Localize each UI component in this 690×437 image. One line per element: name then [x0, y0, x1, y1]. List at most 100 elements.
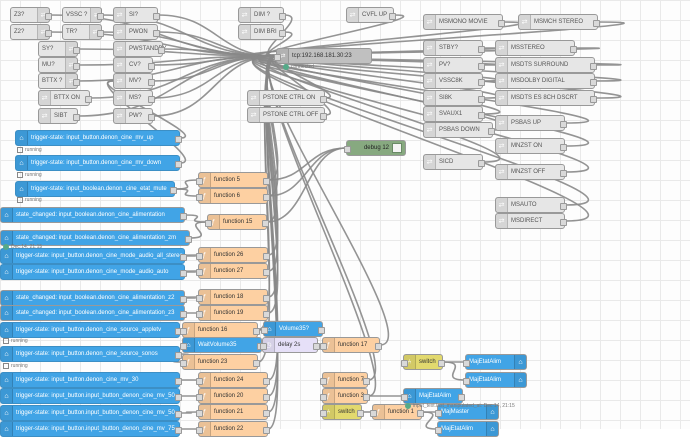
output-port[interactable]: [73, 79, 80, 86]
output-port[interactable]: [180, 270, 187, 277]
node-cvfl-up[interactable]: ⇄CVFL UP: [346, 7, 396, 23]
output-port[interactable]: [590, 96, 597, 103]
node-sc-alim-z3[interactable]: ⌂state_changed: input_boolean.denon_cine…: [0, 305, 187, 321]
output-port[interactable]: [478, 63, 485, 70]
output-port[interactable]: [180, 254, 187, 261]
wire[interactable]: [267, 147, 347, 181]
node-ts-auto[interactable]: ⌂trigger-state: input_button.denon_cine_…: [0, 264, 187, 280]
input-port[interactable]: [196, 295, 203, 302]
input-port[interactable]: [196, 410, 203, 417]
input-port[interactable]: [196, 427, 203, 434]
input-port[interactable]: [180, 360, 187, 367]
wire[interactable]: [268, 55, 376, 397]
node-psbas-up[interactable]: ⇄PSBAS UP: [495, 115, 567, 131]
output-port[interactable]: [45, 13, 52, 20]
input-port[interactable]: [320, 394, 327, 401]
output-port[interactable]: [73, 114, 80, 121]
node-sicd[interactable]: ⇄SICD: [423, 154, 485, 170]
output-port[interactable]: [170, 187, 177, 194]
output-port[interactable]: [263, 378, 270, 385]
wire[interactable]: [174, 179, 199, 190]
input-port[interactable]: [180, 328, 187, 335]
node-vssc[interactable]: VSSC ?⇄: [62, 7, 104, 23]
output-port[interactable]: [180, 213, 187, 220]
output-port[interactable]: [560, 203, 567, 210]
input-port[interactable]: [401, 360, 408, 367]
wire[interactable]: [184, 270, 199, 273]
output-port[interactable]: [85, 96, 92, 103]
output-port[interactable]: [320, 113, 327, 120]
output-port[interactable]: [363, 378, 370, 385]
node-dim-bri[interactable]: ⇄DIM BRI: [238, 24, 286, 40]
output-port[interactable]: [560, 219, 567, 226]
output-port[interactable]: [263, 394, 270, 401]
input-port[interactable]: [370, 410, 377, 417]
output-port[interactable]: [263, 194, 270, 201]
output-port[interactable]: [570, 46, 577, 53]
node-ts-sonos[interactable]: ⌂trigger-state: input_button.denon_cine_…: [0, 346, 182, 362]
input-port[interactable]: [435, 410, 442, 417]
node-svaux1[interactable]: ⇄SVAUX1: [423, 106, 485, 122]
node-bttx-on[interactable]: ⇄BTTX ON: [38, 90, 92, 106]
output-port[interactable]: [478, 96, 485, 103]
node-waitvolume[interactable]: ⌂WaitVolume35: [180, 337, 264, 353]
wire[interactable]: [249, 21, 625, 57]
wire[interactable]: [252, 55, 589, 206]
node-vssc8k[interactable]: ⇄VSSC8K: [423, 73, 485, 89]
node-pwon[interactable]: ⇄PWON: [113, 24, 160, 40]
output-port[interactable]: [148, 79, 155, 86]
output-port[interactable]: [560, 121, 567, 128]
node-volume35[interactable]: ⌂Volume35?: [261, 321, 325, 337]
node-ts-mv75[interactable]: ⌂trigger-state: input_button.input_butto…: [0, 421, 182, 437]
output-port[interactable]: [318, 327, 325, 334]
input-port[interactable]: [320, 410, 327, 417]
output-port[interactable]: [158, 47, 165, 54]
wire[interactable]: [179, 411, 199, 414]
node-ts-down[interactable]: ⌂trigger-state: input_button.denon_cine_…: [15, 155, 182, 171]
output-port[interactable]: [253, 328, 260, 335]
input-port[interactable]: [205, 220, 212, 227]
wire[interactable]: [258, 55, 501, 163]
node-dim[interactable]: ⇄DIM ?: [238, 7, 286, 23]
node-cv[interactable]: ⇄CV?: [113, 57, 155, 73]
node-pstone-on[interactable]: ⇄PSTONE CTRL ON: [247, 90, 327, 106]
input-port[interactable]: [180, 343, 187, 350]
node-msstereo[interactable]: ⇄MSSTEREO: [495, 40, 577, 56]
input-port[interactable]: [196, 311, 203, 318]
output-port[interactable]: [263, 269, 270, 276]
output-port[interactable]: [148, 96, 155, 103]
wire[interactable]: [258, 55, 501, 115]
output-port[interactable]: [263, 427, 270, 434]
node-majetat1[interactable]: MajEtatAlim⌂: [463, 354, 527, 370]
output-port[interactable]: [175, 394, 182, 401]
node-majmaster[interactable]: MajMaster⌂: [435, 404, 499, 420]
output-port[interactable]: [180, 296, 187, 303]
wire[interactable]: [252, 55, 589, 147]
node-msdts-es[interactable]: ⇄MSDTS ES 8CH DSCRT: [495, 90, 597, 106]
wire[interactable]: [184, 214, 208, 223]
output-port[interactable]: [593, 20, 600, 27]
wire[interactable]: [77, 55, 277, 117]
output-port[interactable]: [175, 411, 182, 418]
output-port[interactable]: [180, 311, 187, 318]
wire[interactable]: [442, 361, 466, 381]
output-port[interactable]: [45, 30, 52, 37]
node-stby[interactable]: ⇄STBY?: [423, 40, 485, 56]
node-psbas-down[interactable]: ⇄PSBAS DOWN: [423, 122, 495, 138]
input-port[interactable]: [261, 327, 268, 334]
node-majetat3[interactable]: ⌂MajEtatAlim: [401, 388, 465, 404]
input-port[interactable]: [320, 378, 327, 385]
input-port[interactable]: [260, 343, 267, 350]
node-delay[interactable]: ◷delay 2s: [260, 337, 320, 353]
node-pw[interactable]: ⇄PW?: [113, 108, 155, 124]
output-port[interactable]: [263, 253, 270, 260]
